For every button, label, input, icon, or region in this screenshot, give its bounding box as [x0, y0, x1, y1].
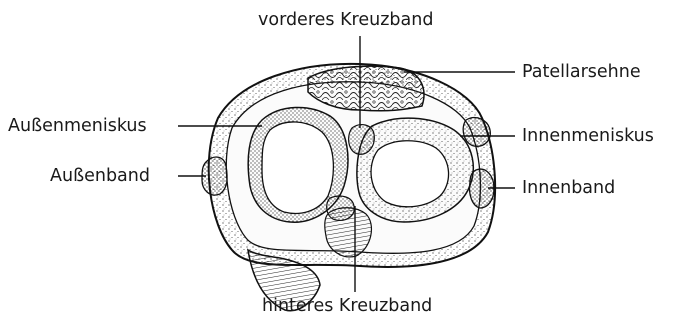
- label-vorderes-kreuzband: vorderes Kreuzband: [258, 12, 433, 30]
- pcl-stump: [327, 196, 355, 220]
- label-aussenmeniskus: Außenmeniskus: [8, 118, 147, 136]
- label-aussenband: Außenband: [50, 168, 150, 186]
- label-hinteres-kreuzband: hinteres Kreuzband: [262, 298, 432, 316]
- label-innenband: Innenband: [522, 180, 615, 198]
- label-patellarsehne: Patellarsehne: [522, 64, 641, 82]
- medial-collateral-ligament-upper: [463, 118, 490, 147]
- label-innenmeniskus: Innenmeniskus: [522, 128, 654, 146]
- acl-stump: [349, 125, 375, 155]
- lateral-condyle: [262, 122, 333, 214]
- medial-condyle: [371, 141, 449, 207]
- patellar-tendon: [308, 66, 424, 111]
